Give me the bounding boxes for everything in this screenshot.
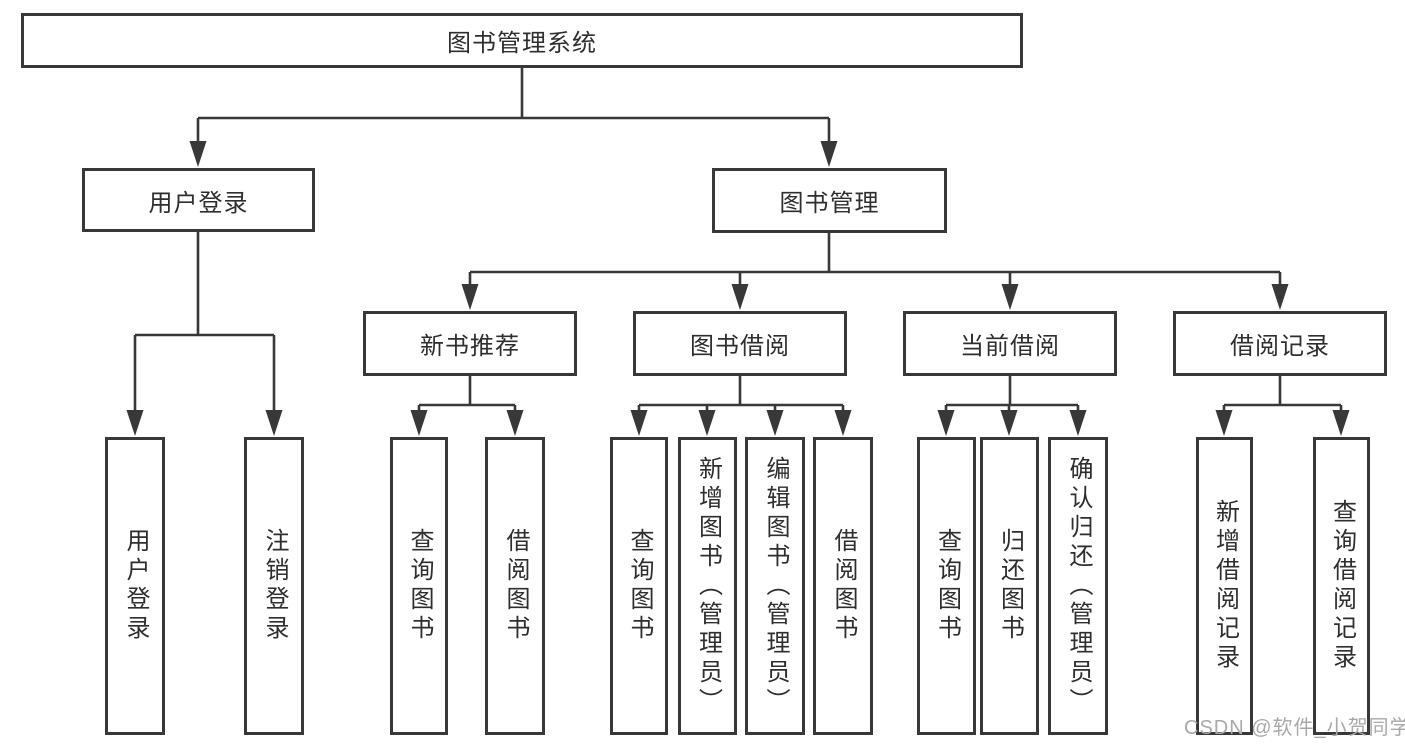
node-label: 新增图书（管理员） <box>694 455 722 717</box>
node-label: 借阅记录 <box>1230 333 1330 360</box>
node-new-book-recommend: 新书推荐 <box>363 311 577 376</box>
node-root: 图书管理系统 <box>21 13 1023 68</box>
node-book-management: 图书管理 <box>712 168 947 233</box>
arrow-down-icon <box>461 284 479 310</box>
arrow-down-icon <box>506 410 524 436</box>
connector-line <box>468 232 1282 292</box>
connector-new-book-recommend-to-leaves <box>417 375 517 416</box>
node-label: 注销登录 <box>261 528 288 644</box>
node-label: 归还图书 <box>996 528 1024 644</box>
arrow-down-icon <box>410 410 428 436</box>
connector-current-borrowing-to-leaves <box>944 375 1080 416</box>
leaf-confirm-return-admin: 确认归还（管理员） <box>1048 437 1108 735</box>
leaf-query-books-current: 查询图书 <box>917 437 976 735</box>
leaf-borrow-books: 借阅图书 <box>813 437 873 735</box>
connector-line <box>133 231 276 416</box>
node-label: 图书管理 <box>779 190 880 217</box>
node-user-login: 用户登录 <box>82 168 315 232</box>
node-label: 用户登录 <box>122 528 149 644</box>
arrow-down-icon <box>1271 284 1289 310</box>
node-label: 编辑图书（管理员） <box>762 455 789 717</box>
connector-root-to-level2 <box>196 68 831 148</box>
node-label: 查询借阅记录 <box>1328 499 1356 673</box>
connector-borrowing-records-to-leaves <box>1222 375 1343 416</box>
arrow-down-icon <box>1001 284 1019 310</box>
arrow-down-icon <box>1332 410 1350 436</box>
leaf-query-borrow-record: 查询借阅记录 <box>1313 437 1370 735</box>
arrow-down-icon <box>1000 410 1018 436</box>
arrow-down-icon <box>1069 410 1087 436</box>
node-label: 确认归还（管理员） <box>1065 455 1092 717</box>
connector-line <box>196 68 831 148</box>
arrow-down-icon <box>766 410 784 436</box>
connector-line <box>944 375 1080 416</box>
node-label: 图书管理系统 <box>447 30 597 57</box>
arrow-down-icon <box>834 410 852 436</box>
node-borrowing-records: 借阅记录 <box>1173 311 1387 376</box>
leaf-logout: 注销登录 <box>244 437 304 735</box>
node-label: 查询图书 <box>406 528 433 644</box>
node-book-borrowing: 图书借阅 <box>633 311 847 376</box>
node-current-borrowing: 当前借阅 <box>903 311 1117 376</box>
connector-line <box>637 375 845 416</box>
node-label: 借阅图书 <box>830 528 857 644</box>
arrow-down-icon <box>1215 410 1233 436</box>
arrow-down-icon <box>731 284 749 310</box>
node-label: 当前借阅 <box>960 333 1060 360</box>
connector-line <box>417 375 517 416</box>
node-label: 查询图书 <box>626 528 653 644</box>
node-label: 新增借阅记录 <box>1211 499 1239 673</box>
arrow-down-icon <box>126 410 144 436</box>
arrow-down-icon <box>937 410 955 436</box>
leaf-add-books-admin: 新增图书（管理员） <box>678 437 737 735</box>
arrow-down-icon <box>265 410 283 436</box>
arrowheads <box>126 141 1350 436</box>
node-label: 图书借阅 <box>690 333 790 360</box>
leaf-query-books-recommend: 查询图书 <box>390 437 448 735</box>
arrow-down-icon <box>189 141 207 167</box>
csdn-watermark: CSDN @软件_小贺同学 <box>1184 717 1405 739</box>
node-label: 借阅图书 <box>502 528 529 644</box>
node-label: 新书推荐 <box>420 333 520 360</box>
connector-book-management-to-level3 <box>468 232 1282 292</box>
leaf-query-books-borrowing: 查询图书 <box>610 437 668 735</box>
arrow-down-icon <box>630 410 648 436</box>
connector-book-borrowing-to-leaves <box>637 375 845 416</box>
leaf-return-books: 归还图书 <box>980 437 1039 735</box>
node-label: 用户登录 <box>148 189 249 217</box>
connector-line <box>1222 375 1343 416</box>
leaf-borrow-books-recommend: 借阅图书 <box>485 437 545 735</box>
arrow-down-icon <box>698 410 716 436</box>
node-label: 查询图书 <box>933 528 961 644</box>
leaf-user-login: 用户登录 <box>105 437 165 735</box>
leaf-add-borrow-record: 新增借阅记录 <box>1196 437 1253 735</box>
arrow-down-icon <box>820 141 838 167</box>
leaf-edit-books-admin: 编辑图书（管理员） <box>745 437 805 735</box>
connector-user-login-to-leaves <box>133 231 276 416</box>
